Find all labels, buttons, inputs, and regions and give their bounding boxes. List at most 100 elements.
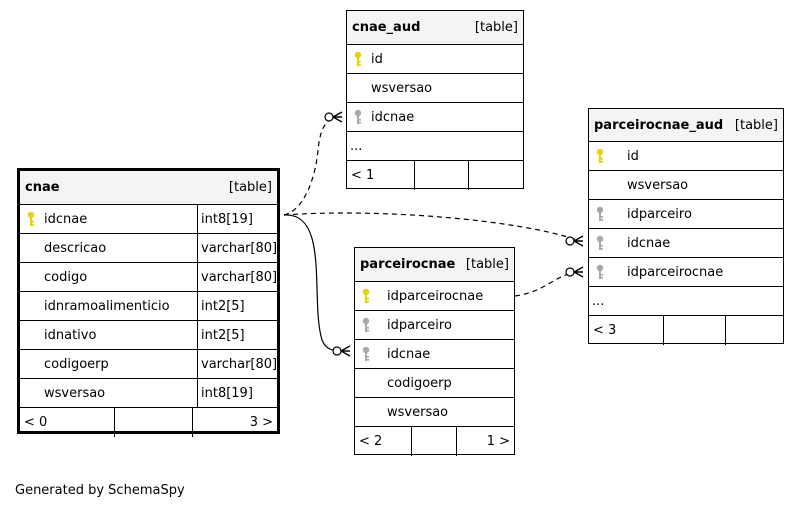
foreign-key-icon (361, 317, 371, 333)
column-row[interactable]: idparceirocnae (589, 258, 783, 287)
column-name: idnativo (44, 327, 97, 343)
column-name: wsversao (371, 80, 433, 96)
edge-cnae-to-parceirocnae (283, 214, 345, 352)
column-name: codigo (44, 269, 88, 285)
foreign-key-icon (595, 235, 605, 251)
table-name: cnae (25, 180, 60, 195)
column-type: int8[19] (197, 379, 283, 407)
column-row[interactable]: wsversao (347, 74, 523, 103)
column-name: idcnae (387, 346, 431, 362)
column-type: varchar[80] (197, 263, 283, 291)
table-footer: < 3 (589, 316, 783, 345)
column-type: varchar[80] (197, 234, 283, 262)
table-header: parceirocnae [table] (355, 248, 514, 282)
column-type: varchar[80] (197, 350, 283, 378)
table-cnae-aud[interactable]: cnae_aud[table] id wsversao idcnae... < 1 (346, 10, 524, 190)
column-type: int8[19] (197, 205, 283, 233)
column-name: descricao (44, 240, 107, 256)
parent-count[interactable]: < 1 (351, 168, 375, 183)
crowfoot-marker (573, 266, 584, 278)
optional-marker (332, 346, 342, 356)
footer-spacer[interactable] (411, 427, 455, 456)
table-kind: [table] (228, 180, 272, 195)
optional-marker (324, 112, 334, 122)
column-name: wsversao (387, 404, 449, 420)
column-row[interactable]: idparceiro (589, 200, 783, 229)
foreign-key-icon (361, 346, 371, 362)
column-name: idparceirocnae (387, 288, 484, 304)
column-name: codigoerp (44, 356, 109, 372)
column-name: id (371, 51, 383, 67)
column-row[interactable]: wsversao (355, 398, 514, 427)
parent-count[interactable]: < 0 (24, 415, 48, 430)
column-row[interactable]: idparceiro (355, 311, 514, 340)
column-name: wsversao (627, 177, 689, 193)
column-row[interactable]: id (589, 142, 783, 171)
column-name: idcnae (627, 235, 671, 251)
table-footer: < 2 1 > (355, 427, 514, 456)
crowfoot-marker (573, 235, 584, 247)
column-row[interactable]: ... (589, 287, 783, 316)
column-row[interactable]: codigoerp (355, 369, 514, 398)
column-row[interactable]: wsversao (589, 171, 783, 200)
child-count[interactable] (724, 316, 783, 345)
table-header: cnae_aud[table] (347, 11, 523, 45)
column-row[interactable]: id (347, 45, 523, 74)
child-count[interactable]: 1 > (455, 427, 514, 456)
child-count[interactable] (467, 161, 523, 190)
column-type: int2[5] (197, 292, 283, 320)
column-name: idparceiro (627, 206, 692, 222)
column-name: codigoerp (387, 375, 452, 391)
optional-marker (565, 236, 575, 246)
column-name: id (627, 148, 639, 164)
edge-parceirocnae-to-parceirocnae-aud (514, 271, 578, 297)
column-row[interactable]: ... (347, 132, 523, 161)
parent-count[interactable]: < 2 (359, 434, 383, 449)
crowfoot-marker (340, 345, 351, 357)
child-count[interactable]: 3 > (191, 408, 277, 437)
column-type: int2[5] (197, 321, 283, 349)
footer-spacer[interactable] (414, 161, 467, 190)
primary-key-icon (353, 51, 363, 67)
foreign-key-icon (595, 264, 605, 280)
column-name: ... (350, 138, 363, 154)
column-name: idparceiro (387, 317, 452, 333)
edge-cnae-to-parceirocnae-aud (283, 212, 578, 241)
foreign-key-icon (353, 109, 363, 125)
column-name: wsversao (44, 385, 106, 401)
foreign-key-icon (595, 206, 605, 222)
optional-marker (565, 267, 575, 277)
table-kind: [table] (465, 257, 509, 272)
column-name: ... (592, 293, 605, 309)
column-row[interactable]: idcnae (347, 103, 523, 132)
parent-count[interactable]: < 3 (593, 323, 617, 338)
crowfoot-marker (332, 111, 343, 123)
table-footer: < 1 (347, 161, 523, 190)
column-row[interactable]: idcnae (355, 340, 514, 369)
column-name: idcnae (371, 109, 415, 125)
table-name: cnae_aud (352, 20, 421, 35)
footer-spacer[interactable] (113, 408, 192, 437)
column-row[interactable]: idcnae (589, 229, 783, 258)
table-parceirocnae[interactable]: parceirocnae [table] idparceirocnae idpar… (354, 247, 515, 456)
table-kind: [table] (734, 117, 778, 133)
column-name: idcnae (44, 211, 88, 227)
edge-cnae-to-cnae-aud (283, 116, 337, 216)
table-name: parceirocnae (360, 257, 456, 272)
table-footer: < 0 3 > (20, 408, 277, 437)
primary-key-icon (595, 148, 605, 164)
footer-spacer[interactable] (663, 316, 724, 345)
primary-key-icon (361, 288, 371, 304)
column-row[interactable]: idparceirocnae (355, 282, 514, 311)
